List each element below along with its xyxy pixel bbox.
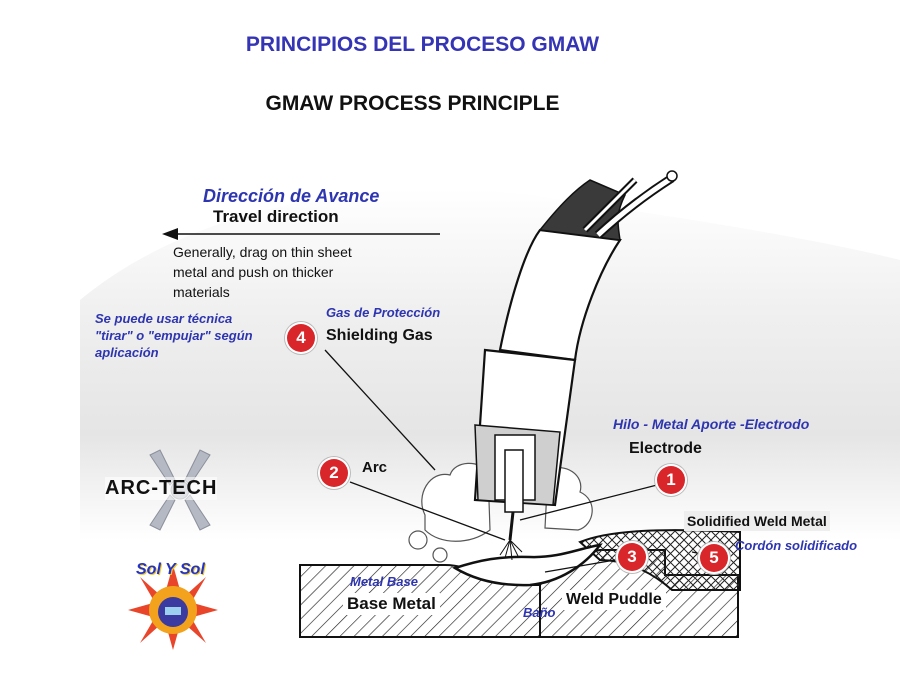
arc-tech-logo: ARC-TECH — [100, 440, 260, 540]
travel-note-es: Se puede usar técnica "tirar" o "empujar… — [95, 311, 253, 360]
arc-tech-text: ARC-TECH — [105, 477, 218, 500]
shielding-gas-es: Gas de Protección — [326, 305, 441, 320]
badge-3: 3 — [618, 543, 646, 571]
title-spanish: PRINCIPIOS DEL PROCESO GMAW — [245, 33, 600, 56]
title-english: GMAW PROCESS PRINCIPLE — [265, 92, 560, 115]
badge-1: 1 — [657, 466, 685, 494]
weld-puddle-es: Baño — [523, 605, 556, 620]
travel-direction-en: Travel direction — [213, 207, 339, 226]
solidified-weld-es: Cordón solidificado — [735, 538, 858, 553]
sun-icon — [128, 565, 218, 650]
welding-torch — [473, 170, 678, 561]
badge-2: 2 — [320, 459, 348, 487]
weld-puddle-en: Weld Puddle — [562, 590, 666, 610]
pointer-lines — [324, 349, 698, 573]
base-metal-en: Base Metal — [343, 593, 440, 615]
weld-puddle-shape — [451, 543, 603, 587]
travel-direction-es: Dirección de Avance — [203, 186, 380, 206]
electrode-en: Electrode — [629, 440, 702, 457]
badge-5: 5 — [700, 544, 728, 572]
travel-arrow — [162, 228, 440, 240]
sol-y-sol-logo: Sol Y Sol — [118, 555, 228, 655]
arc-label: Arc — [362, 459, 388, 476]
solidified-weld-en: Solidified Weld Metal — [684, 511, 830, 531]
sol-y-sol-text: Sol Y Sol — [136, 561, 205, 578]
electrode-es: Hilo - Metal Aporte -Electrodo — [613, 416, 810, 432]
travel-note-en: Generally, drag on thin sheet metal and … — [173, 244, 352, 300]
shielding-gas-en: Shielding Gas — [326, 327, 433, 344]
badge-4: 4 — [287, 324, 315, 352]
base-metal-es: Metal Base — [350, 574, 418, 589]
